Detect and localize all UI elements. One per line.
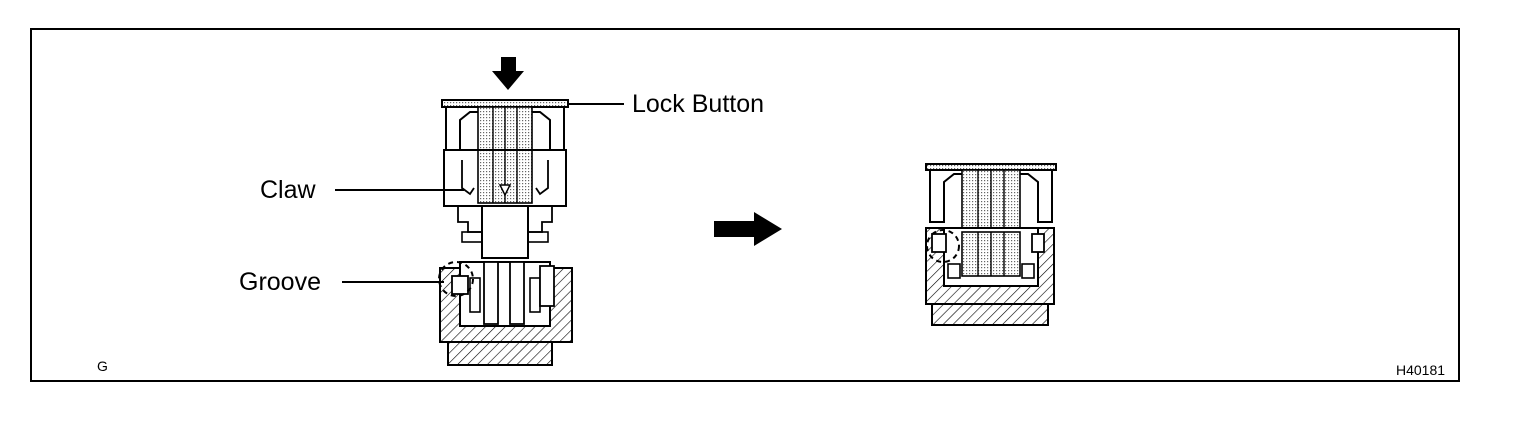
receptacle-before bbox=[439, 261, 573, 366]
receptacle-after bbox=[925, 227, 1055, 326]
lock-button-label: Lock Button bbox=[632, 90, 765, 118]
figure-frame bbox=[30, 28, 1460, 382]
groove-label: Groove bbox=[239, 268, 321, 296]
push-down-arrow bbox=[492, 57, 524, 90]
groove-highlight-circle bbox=[438, 261, 474, 297]
groove-engaged-circle bbox=[926, 229, 960, 263]
figure-code-label: H40181 bbox=[1396, 362, 1446, 378]
lock-button-before bbox=[441, 99, 569, 259]
transition-arrow bbox=[714, 212, 782, 246]
corner-code-label: G bbox=[97, 358, 108, 374]
claw-label: Claw bbox=[260, 176, 316, 204]
